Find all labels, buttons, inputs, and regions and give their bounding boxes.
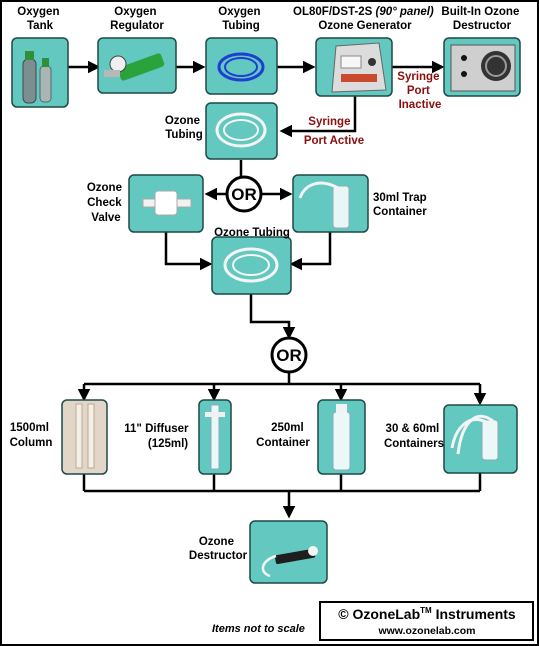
- or-circle-1: OR: [225, 175, 263, 213]
- ozone-tubing-image-2: [211, 236, 292, 295]
- syringe-inactive-label: Syringe Port Inactive: [397, 71, 442, 111]
- oxygen-tubing-label: Oxygen Tubing: [218, 6, 263, 32]
- oxygen-regulator-image: [97, 37, 177, 94]
- brand-name: © OzoneLabTM Instruments: [338, 606, 516, 622]
- scale-note: Items not to scale: [212, 623, 305, 635]
- column-image: [61, 399, 108, 475]
- check-valve-image: [128, 174, 204, 233]
- oxygen-tank-image: [11, 37, 69, 108]
- container-250-image: [317, 399, 366, 475]
- or-label-2: OR: [276, 346, 302, 365]
- diffuser-label: 11" Diffuser (125ml): [124, 423, 191, 450]
- ozone-tubing-label-1: Ozone Tubing: [165, 115, 203, 141]
- containers-30-60-image: [443, 404, 518, 474]
- trap-container-image: [292, 174, 369, 233]
- oxygen-tank-label: Oxygen Tank: [17, 6, 62, 32]
- check-valve-label: Ozone Check Valve: [87, 182, 125, 224]
- generator-label: OL80F/DST-2S (90° panel) Ozone Generator: [293, 6, 437, 32]
- oxygen-tubing-image: [205, 37, 278, 95]
- column-label: 1500ml Column: [10, 422, 53, 449]
- ozone-generator-image: [315, 37, 393, 97]
- syringe-active-label: Syringe Port Active: [304, 116, 364, 147]
- ozone-destructor-image: [249, 520, 328, 584]
- or-label-1: OR: [231, 185, 257, 204]
- brand-box: © OzoneLabTM Instruments www.ozonelab.co…: [319, 601, 534, 641]
- builtin-destructor-image: [443, 37, 521, 97]
- ozone-destructor-label: Ozone Destructor: [189, 536, 248, 562]
- trap-container-label: 30ml Trap Container: [373, 192, 430, 218]
- container-250-label: 250ml Container: [256, 422, 310, 449]
- flow-connectors: [68, 60, 487, 519]
- ozone-tubing-image-1: [205, 102, 278, 160]
- website-link[interactable]: www.ozonelab.com: [377, 625, 475, 637]
- diffuser-image: [198, 399, 232, 475]
- or-circle-2: OR: [270, 336, 308, 374]
- oxygen-regulator-label: Oxygen Regulator: [110, 6, 164, 32]
- builtin-destructor-label: Built-In Ozone Destructor: [441, 6, 522, 32]
- containers-30-60-label: 30 & 60ml Containers: [384, 423, 444, 450]
- ozone-tubing-label-2: Ozone Tubing: [214, 227, 290, 239]
